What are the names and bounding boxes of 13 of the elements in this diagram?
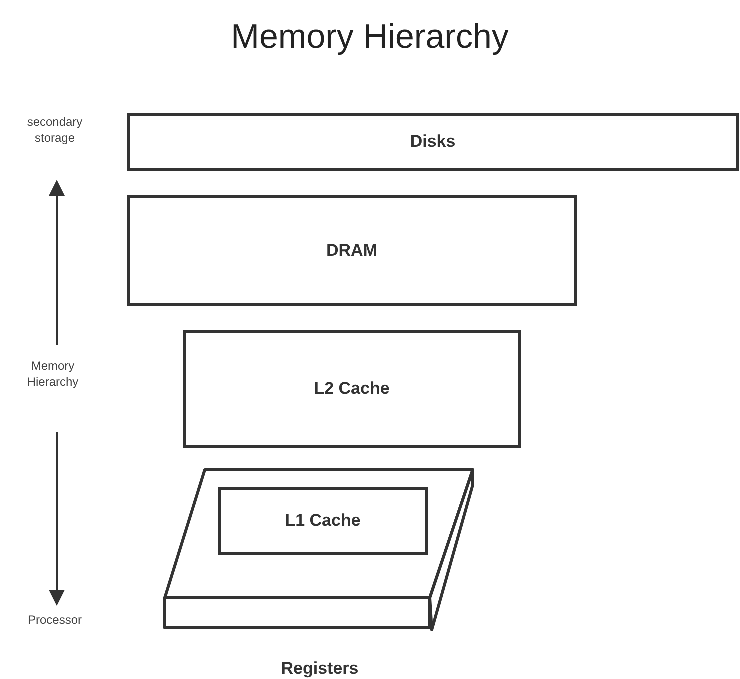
memory-level-box: [127, 113, 739, 171]
level-label: DRAM: [326, 240, 378, 260]
level-label: L1 Cache: [285, 511, 361, 531]
axis-label: Memory Hierarchy: [26, 358, 80, 390]
axis-label: secondary storage: [26, 114, 84, 146]
level-label: Registers: [280, 659, 360, 679]
level-label: Disks: [410, 132, 456, 152]
axis-label: Processor: [26, 612, 84, 628]
memory-level-box: [183, 330, 521, 448]
memory-level-box: [127, 195, 577, 306]
diagram-title: Memory Hierarchy: [230, 18, 510, 57]
memory-level-box: [218, 487, 428, 555]
level-label: L2 Cache: [314, 379, 390, 399]
